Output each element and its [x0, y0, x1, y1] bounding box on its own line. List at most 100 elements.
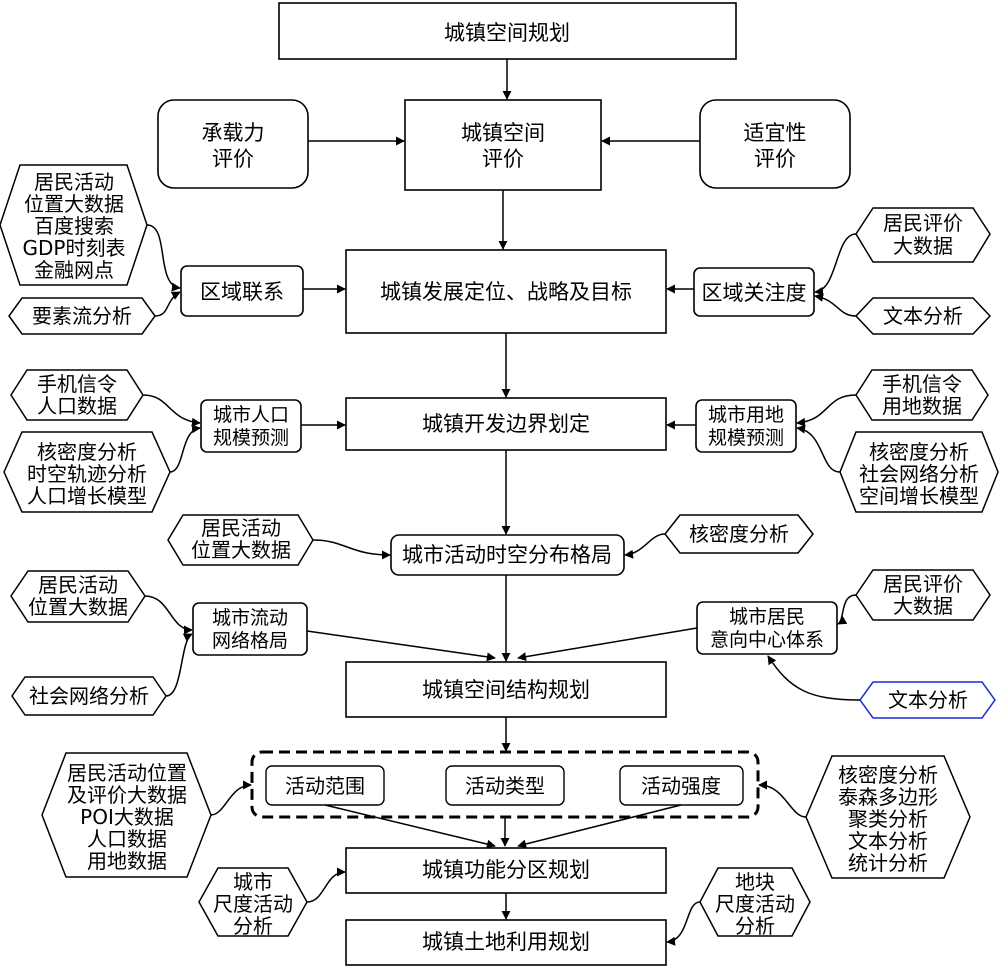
- box-function: 城镇功能分区规划: [345, 847, 667, 894]
- arrow-text2-to-centers: [767, 655, 861, 701]
- activity-type-label: 活动类型: [465, 774, 545, 798]
- hex-text: 位置大数据: [24, 192, 124, 216]
- hex-text: 居民活动位置: [67, 761, 187, 785]
- box-flow-network: 城市流动 网络格局: [192, 602, 308, 656]
- hex-resident-eval-2: 居民评价 大数据: [855, 569, 991, 621]
- hex-text: 尺度活动: [715, 892, 795, 916]
- arrow-cityscale-to-function: [306, 867, 346, 903]
- hex-text: 核密度分析: [689, 522, 789, 546]
- hex-text: 百度搜索: [34, 214, 114, 238]
- resident-centers-label-1: 城市居民: [729, 606, 805, 628]
- population-forecast-label-2: 规模预测: [213, 427, 289, 449]
- hex-text-analysis-2: 文本分析: [859, 681, 996, 719]
- resident-centers-label-2: 意向中心体系: [710, 629, 824, 651]
- box-regional-attention: 区域关注度: [693, 267, 815, 317]
- landuse-label: 城镇土地利用规划: [422, 930, 590, 954]
- hex-factor-flow: 要素流分析: [8, 297, 156, 335]
- hex-phone-population: 手机信令 人口数据: [10, 369, 144, 421]
- arrow-phoneland-to-forecast: [796, 394, 857, 427]
- evaluation-label-2: 评价: [482, 147, 524, 171]
- box-planning: 城镇空间规划: [278, 2, 737, 60]
- activity-type-box: [445, 765, 565, 806]
- box-activity-pattern: 城市活动时空分布格局: [390, 534, 625, 576]
- box-evaluation: 城镇空间 评价: [404, 99, 602, 191]
- arrow-factorflow-to-link: [154, 291, 181, 317]
- hex-text: 统计分析: [848, 851, 928, 875]
- hex-text: 人口数据: [37, 394, 117, 418]
- box-landuse-forecast: 城市用地 规模预测: [695, 399, 797, 453]
- hex-kde-trajectory: 核密度分析 时空轨迹分析 人口增长模型: [3, 431, 171, 513]
- arrow-bigdata-to-link: [146, 224, 181, 292]
- arrow-eval1-to-attention: [814, 233, 857, 296]
- arrow-range-to-function: [324, 804, 496, 849]
- hex-text: GDP时刻表: [23, 236, 126, 260]
- hex-text: 居民活动: [38, 573, 118, 597]
- hex-text: 核密度分析: [869, 440, 969, 464]
- evaluation-label-1: 城镇空间: [461, 121, 545, 145]
- activity-intensity-box: [619, 765, 744, 806]
- hex-text: 地块: [735, 870, 775, 894]
- hex-text: 社会网络分析: [859, 462, 979, 486]
- arrow-kdetraj-to-forecast: [169, 424, 201, 473]
- hex-kde-1: 核密度分析: [664, 514, 814, 554]
- hex-text: 位置大数据: [28, 595, 128, 619]
- hex-multi-source: 居民活动位置 及评价大数据 POI大数据 人口数据 用地数据: [41, 752, 212, 878]
- box-positioning: 城镇发展定位、战略及目标: [345, 249, 667, 334]
- hex-text: 要素流分析: [32, 304, 132, 328]
- activity-range-label: 活动范围: [285, 774, 365, 798]
- planning-label: 城镇空间规划: [444, 21, 570, 45]
- box-regional-link: 区域联系: [180, 265, 304, 317]
- box-structure: 城镇空间结构规划: [345, 661, 667, 718]
- function-label: 城镇功能分区规划: [422, 858, 590, 882]
- arrow-parcelscale-to-landuse: [666, 901, 701, 946]
- arrow-methods-to-group: [758, 780, 807, 818]
- hex-text: 及评价大数据: [67, 783, 187, 807]
- hex-text: 手机信令: [882, 372, 962, 396]
- arrow-intensity-to-function: [517, 804, 682, 849]
- hex-text: 时空轨迹分析: [27, 462, 147, 486]
- landuse-forecast-label-2: 规模预测: [708, 427, 784, 449]
- hex-resident-location-bigdata-long: 居民活动 位置大数据 百度搜索 GDP时刻表 金融网点: [0, 164, 148, 286]
- hex-text: 居民评价: [883, 572, 963, 596]
- box-boundary: 城镇开发边界划定: [345, 397, 667, 451]
- hex-text: 居民活动: [34, 170, 114, 194]
- hex-resident-location-2: 居民活动 位置大数据: [10, 570, 146, 623]
- hex-text: 大数据: [893, 234, 953, 258]
- hex-text: POI大数据: [80, 805, 174, 829]
- hex-resident-location-1: 居民活动 位置大数据: [167, 514, 314, 566]
- box-capacity-eval: 承载力 评价: [157, 99, 309, 189]
- hex-phone-landuse: 手机信令 用地数据: [855, 369, 989, 421]
- hex-text: 位置大数据: [191, 538, 291, 562]
- regional-attention-label: 区域关注度: [702, 281, 807, 305]
- box-resident-centers: 城市居民 意向中心体系: [696, 601, 838, 655]
- activity-pattern-label: 城市活动时空分布格局: [402, 543, 612, 567]
- suitability-label-2: 评价: [754, 147, 796, 171]
- hex-text: 用地数据: [87, 849, 167, 873]
- flow-network-label-1: 城市流动: [212, 607, 288, 629]
- hex-text: 文本分析: [848, 829, 928, 853]
- activity-group: 活动范围 活动类型 活动强度: [250, 750, 760, 819]
- connectors: [142, 59, 861, 946]
- hex-methods: 核密度分析 泰森多边形 聚类分析 文本分析 统计分析: [805, 755, 971, 879]
- hex-text-analysis-1: 文本分析: [854, 297, 992, 335]
- hex-text: 用地数据: [882, 394, 962, 418]
- flow-network-label-2: 网络格局: [212, 630, 288, 652]
- arrow-phonepop-to-forecast: [142, 394, 201, 427]
- box-population-forecast: 城市人口 规模预测: [200, 399, 302, 453]
- capacity-label-1: 承载力: [202, 121, 265, 145]
- hex-text: 手机信令: [37, 372, 117, 396]
- activity-intensity-label: 活动强度: [641, 774, 721, 798]
- hex-social-network: 社会网络分析: [11, 676, 167, 716]
- hex-text: 文本分析: [883, 304, 963, 328]
- hex-text: 人口增长模型: [27, 484, 147, 508]
- regional-link-label: 区域联系: [200, 280, 284, 304]
- hex-text: 分析: [735, 914, 775, 938]
- arrow-location2-to-flow: [144, 595, 193, 635]
- capacity-label-2: 评价: [212, 147, 254, 171]
- arrow-kde1-to-pattern: [624, 533, 666, 559]
- arrow-location1-to-pattern: [312, 539, 391, 560]
- hex-text: 人口数据: [87, 827, 167, 851]
- hex-text: 大数据: [893, 594, 953, 618]
- box-suitability-eval: 适宜性 评价: [699, 99, 851, 189]
